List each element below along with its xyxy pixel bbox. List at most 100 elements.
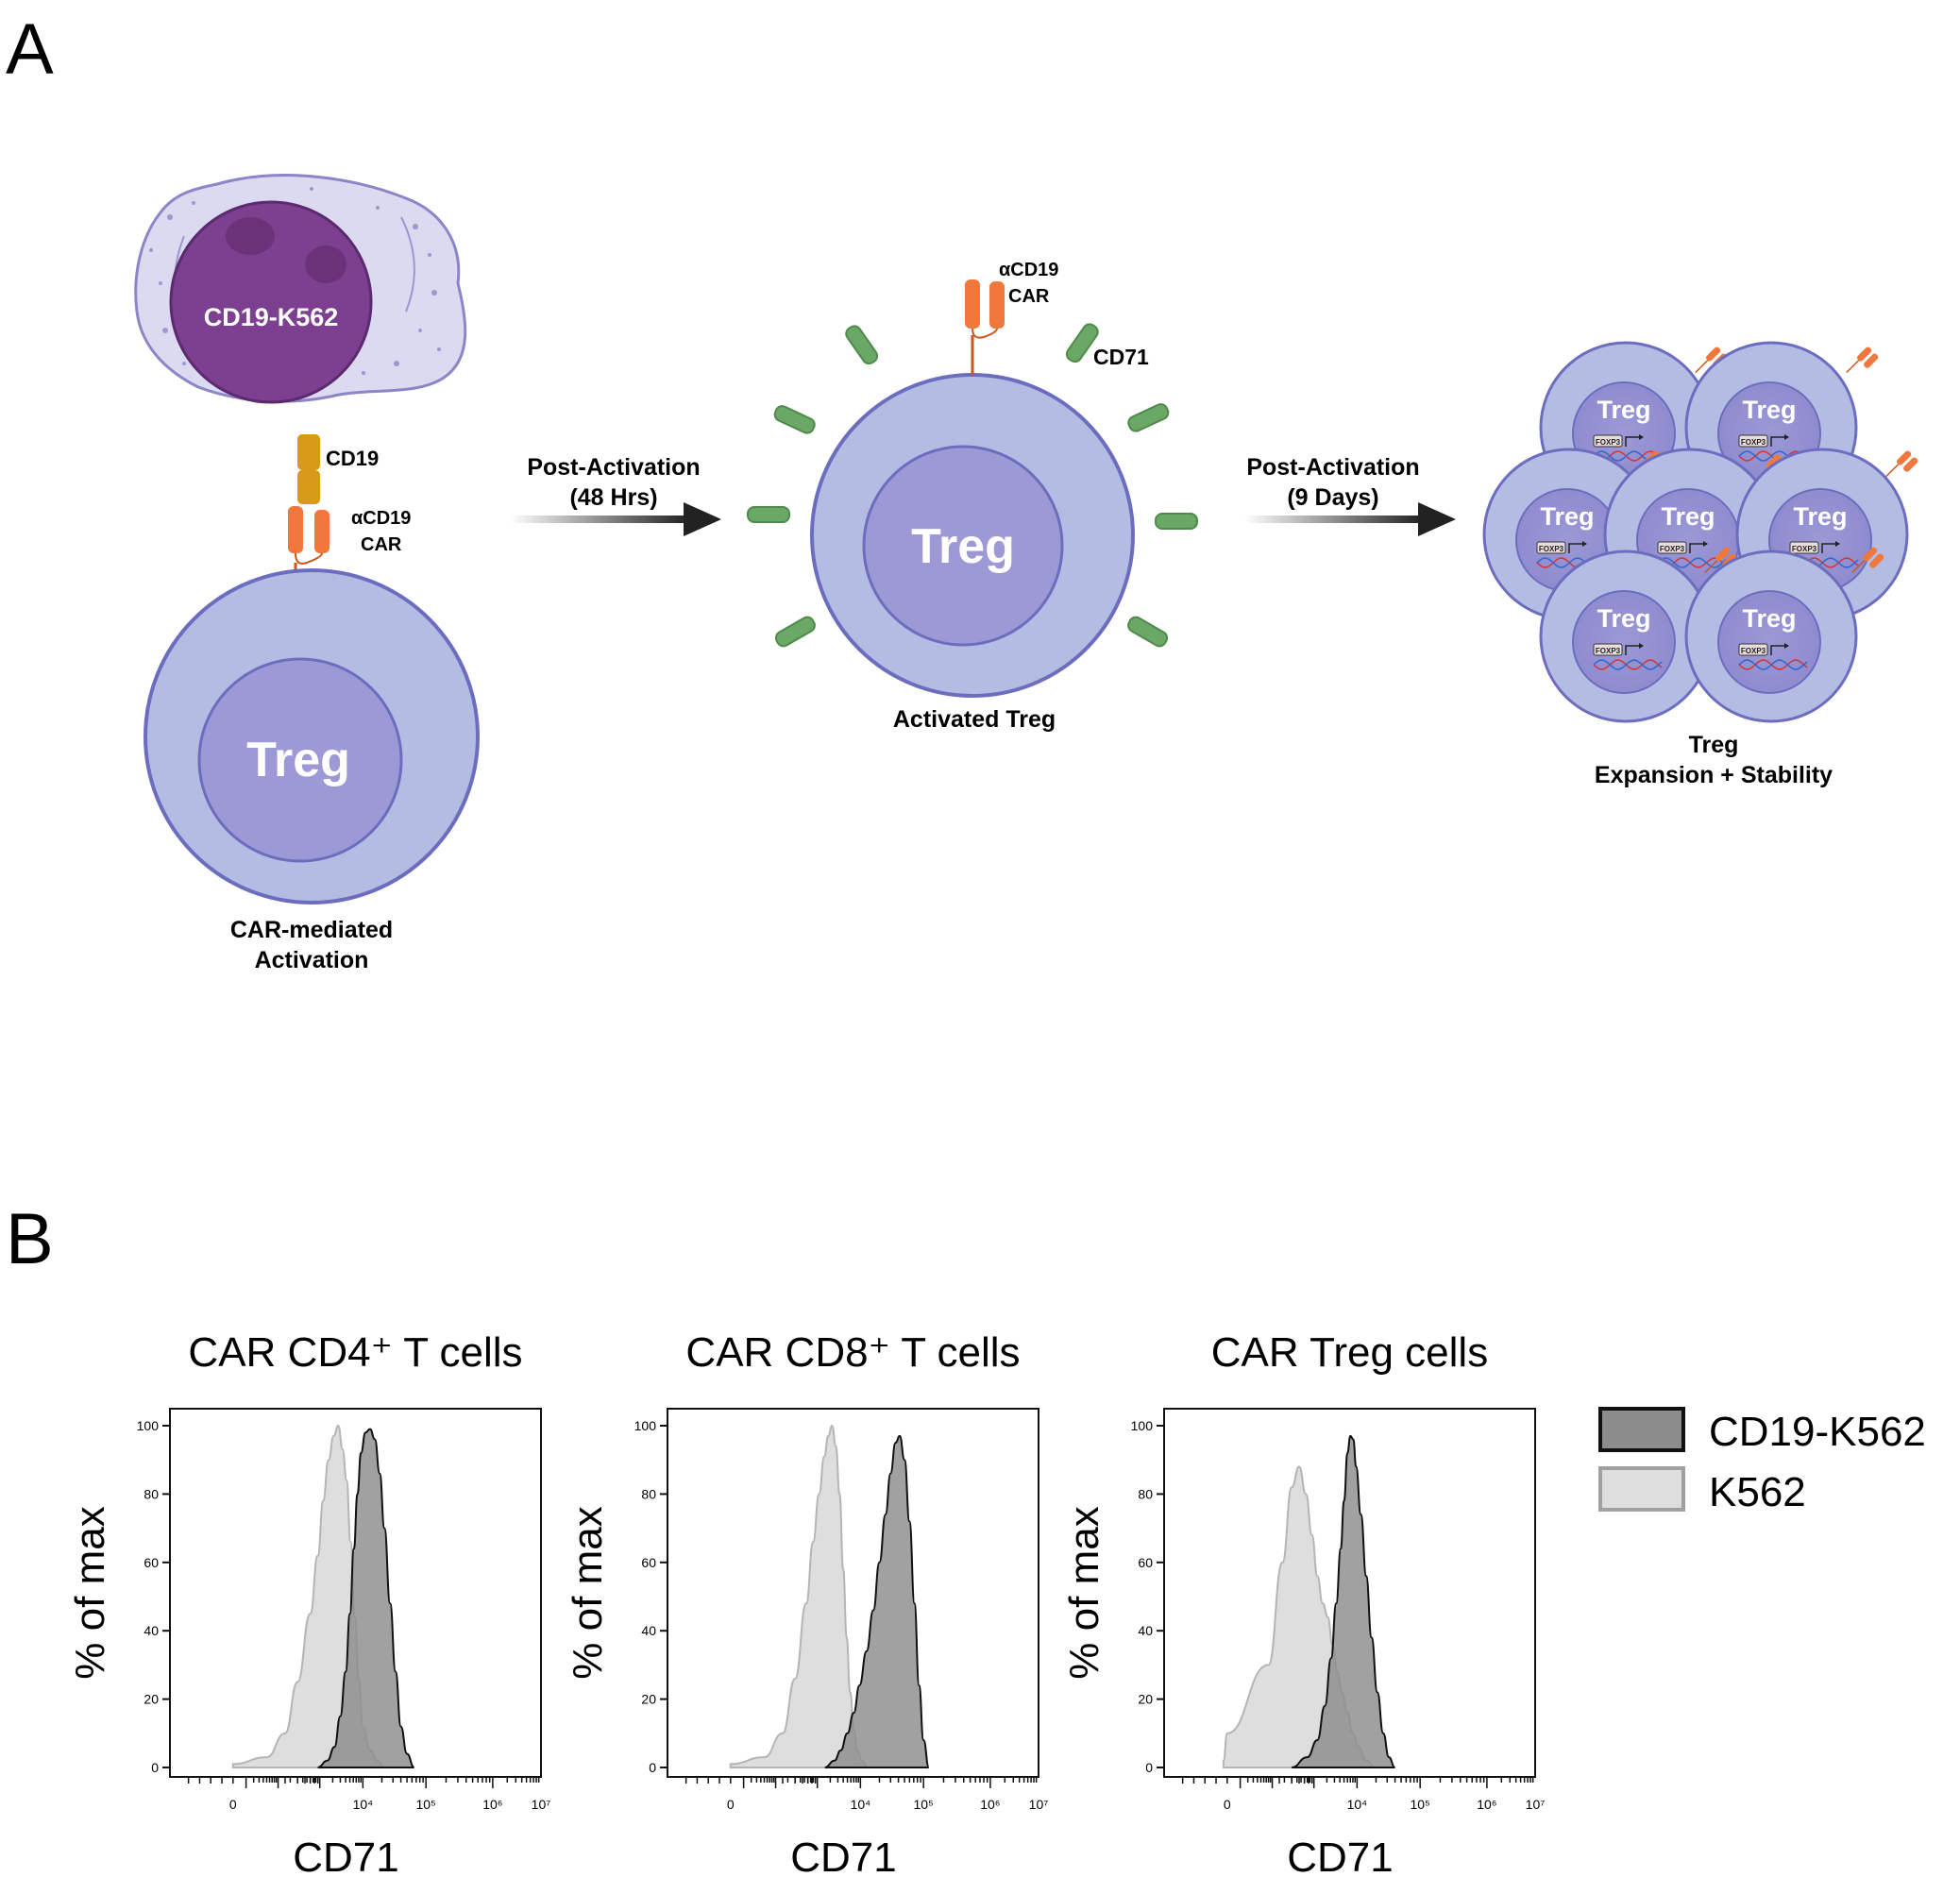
treg-cluster: TregFOXP3TregFOXP3TregFOXP3TregFOXP3Treg… (1482, 341, 1918, 723)
panel-b-letter: B (6, 1199, 54, 1279)
x-tick-label: 10⁶ (1477, 1797, 1496, 1812)
k562-nucleolus-1 (226, 217, 275, 255)
y-tick-label: 60 (144, 1555, 159, 1570)
y-tick-label: 40 (144, 1623, 159, 1638)
foxp3-gene-label: FOXP3 (1596, 438, 1621, 447)
stage2-caption: Activated Treg (893, 706, 1056, 733)
treg-label-stage1: Treg (246, 733, 350, 787)
foxp3-gene-label: FOXP3 (1539, 545, 1564, 553)
y-tick-label: 20 (144, 1692, 159, 1707)
x-tick-label: 0 (727, 1797, 735, 1812)
foxp3-gene-label: FOXP3 (1596, 647, 1621, 655)
y-tick-label: 40 (1138, 1623, 1153, 1638)
car-receptor-small (1851, 547, 1884, 574)
activated-treg-nucleus (862, 445, 1064, 647)
histogram-series-k562 (729, 1424, 869, 1768)
arrow1-label-line2: (48 Hrs) (569, 484, 657, 511)
treg-label-stage2: Treg (911, 519, 1015, 574)
y-tick-label: 100 (137, 1418, 160, 1433)
car-receptor-small (1885, 450, 1918, 478)
car-label-line1: αCD19 (351, 508, 411, 529)
foxp3-gene-label: FOXP3 (1792, 545, 1817, 553)
legend-label-cd19-k562: CD19-K562 (1709, 1409, 1926, 1455)
x-tick-label: 10⁷ (1526, 1797, 1546, 1812)
panel-a: A CD19-K562 CD19 (6, 9, 1918, 973)
legend-swatch-cd19-k562 (1598, 1407, 1685, 1452)
cd19-label: CD19 (326, 447, 379, 470)
k562-target-cell: CD19-K562 (134, 174, 467, 404)
x-tick-label: 10⁵ (415, 1797, 435, 1812)
car-stage2-label-line1: αCD19 (999, 260, 1058, 280)
y-tick-label: 100 (634, 1418, 657, 1433)
cd19-ligand: CD19 (297, 434, 379, 504)
y-axis-label: % of max (67, 1506, 113, 1679)
expanded-treg-label: Treg (1597, 396, 1650, 424)
y-tick-label: 40 (641, 1623, 656, 1638)
x-tick-label: 10⁷ (532, 1797, 551, 1812)
x-tick-label: 10⁵ (1410, 1797, 1429, 1812)
legend: CD19-K562 K562 (1598, 1407, 1926, 1515)
x-minor-ticks (684, 1777, 1038, 1788)
x-axis-label: CD71 (293, 1835, 399, 1877)
y-axis-label: % of max (1061, 1506, 1107, 1679)
x-tick-label: 0 (229, 1797, 237, 1812)
x-tick-label: 10⁵ (913, 1797, 933, 1812)
legend-swatch-k562 (1598, 1466, 1685, 1512)
y-tick-label: 0 (649, 1760, 656, 1775)
histogram-series-cd19-k562 (1292, 1434, 1395, 1768)
k562-fold-1 (400, 216, 415, 313)
legend-label-k562: K562 (1709, 1469, 1806, 1515)
cd71-receptors (747, 323, 1198, 648)
x-minor-ticks (187, 1777, 540, 1788)
foxp3-gene-label: FOXP3 (1741, 438, 1766, 447)
y-tick-label: 80 (144, 1486, 159, 1501)
stage3-caption-line1: Treg (1689, 732, 1739, 758)
y-tick-label: 20 (641, 1692, 656, 1707)
expanded-treg-label: Treg (1597, 604, 1650, 633)
car-receptor-stage2 (965, 279, 1005, 375)
chart-title: CAR Treg cells (1211, 1329, 1488, 1376)
histogram-series-cd19-k562 (824, 1434, 930, 1768)
x-tick-label: 10⁴ (353, 1797, 374, 1812)
arrow-9days: Post-Activation (9 Days) (1244, 454, 1456, 536)
y-tick-label: 100 (1131, 1418, 1154, 1433)
y-tick-label: 20 (1138, 1692, 1153, 1707)
x-tick-label: 10⁶ (980, 1797, 1000, 1812)
treg-cell-stage1: Treg (144, 568, 480, 905)
expanded-treg-label: Treg (1742, 396, 1796, 424)
expanded-treg-label: Treg (1793, 502, 1847, 531)
stage3-caption-line2: Expansion + Stability (1595, 762, 1833, 788)
arrow2-label-line1: Post-Activation (1246, 454, 1419, 481)
y-tick-label: 60 (641, 1555, 656, 1570)
k562-nucleolus-2 (305, 245, 346, 283)
histogram-series-cd19-k562 (317, 1428, 415, 1768)
arrow2-label-line2: (9 Days) (1287, 484, 1378, 511)
car-label-line2: CAR (361, 534, 402, 555)
y-tick-label: 80 (1138, 1486, 1153, 1501)
panel-a-letter: A (6, 9, 54, 90)
arrow-48hrs: Post-Activation (48 Hrs) (510, 454, 721, 536)
y-tick-label: 80 (641, 1486, 656, 1501)
expanded-treg-label: Treg (1742, 604, 1796, 633)
x-tick-label: 10⁷ (1029, 1797, 1049, 1812)
y-tick-label: 0 (151, 1760, 159, 1775)
x-tick-label: 10⁴ (1347, 1797, 1368, 1812)
y-tick-label: 0 (1145, 1760, 1153, 1775)
chart-title: CAR CD8⁺ T cells (685, 1329, 1020, 1376)
x-minor-ticks (1181, 1777, 1534, 1788)
activated-treg: Treg αCD19 CAR CD71 (747, 260, 1198, 698)
y-tick-label: 60 (1138, 1555, 1153, 1570)
plot-frame (1163, 1408, 1536, 1778)
stage1-caption-line2: Activation (255, 947, 369, 973)
k562-granules (149, 187, 441, 375)
cd71-label: CD71 (1093, 345, 1149, 369)
foxp3-gene-label: FOXP3 (1660, 545, 1685, 553)
x-tick-label: 0 (1224, 1797, 1231, 1812)
